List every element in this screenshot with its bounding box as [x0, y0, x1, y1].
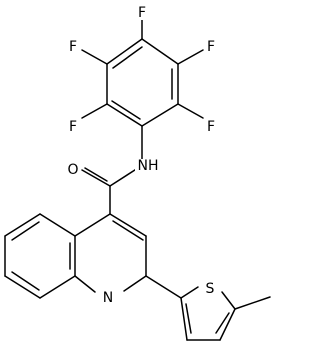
thiophene-ring	[180, 286, 236, 341]
bond	[177, 103, 204, 119]
bond	[74, 213, 111, 237]
atom-labels: F F F F F O NH N S	[65, 5, 218, 306]
bond-double-inner	[84, 167, 108, 182]
bond	[141, 38, 179, 65]
bond	[177, 49, 204, 65]
molecule-structure: F F F F F O NH N S	[4, 5, 271, 341]
atom-label-sulfur: S	[206, 281, 215, 297]
atom-label-fluorine: F	[207, 39, 215, 55]
bond	[109, 213, 147, 237]
bond-double-inner	[11, 271, 40, 291]
methyl-bond	[234, 296, 271, 310]
bond-double-inner	[112, 46, 143, 69]
bond-double-inner	[215, 312, 230, 334]
bond	[81, 103, 108, 119]
quinoline-benzo-ring	[4, 213, 76, 299]
bond-double-inner	[11, 221, 40, 241]
bond-double-inner	[111, 100, 141, 120]
bond	[106, 103, 143, 127]
bond-double-inner	[185, 303, 192, 334]
atom-label-fluorine: F	[207, 119, 215, 135]
bond	[109, 167, 139, 187]
bond	[39, 213, 76, 237]
amide-linkage	[81, 125, 143, 215]
bond	[141, 103, 179, 127]
bond-double-inner	[112, 220, 144, 241]
bond	[221, 291, 236, 310]
atom-label-fluorine: F	[69, 119, 77, 135]
bond	[180, 286, 199, 299]
bond	[81, 49, 108, 65]
atom-label-fluorine: F	[69, 39, 77, 55]
structure-canvas: F F F F F O NH N S	[4, 5, 271, 341]
bond	[74, 275, 96, 293]
atom-label-nitrogen: N	[103, 290, 113, 306]
fluorine-bonds	[81, 19, 204, 119]
atom-label-nh: NH	[138, 158, 159, 174]
bond	[180, 297, 188, 341]
bond	[39, 275, 76, 299]
bond-double	[81, 169, 111, 187]
atom-label-fluorine: F	[138, 5, 146, 21]
bond	[123, 275, 147, 292]
quinoline-pyridine-ring	[74, 213, 147, 293]
pentafluorophenyl-ring	[106, 38, 179, 127]
bond	[145, 275, 182, 299]
bond	[4, 275, 41, 299]
atom-label-oxygen: O	[67, 162, 78, 178]
bond	[219, 308, 236, 341]
bond	[106, 38, 143, 65]
bond	[4, 213, 41, 237]
